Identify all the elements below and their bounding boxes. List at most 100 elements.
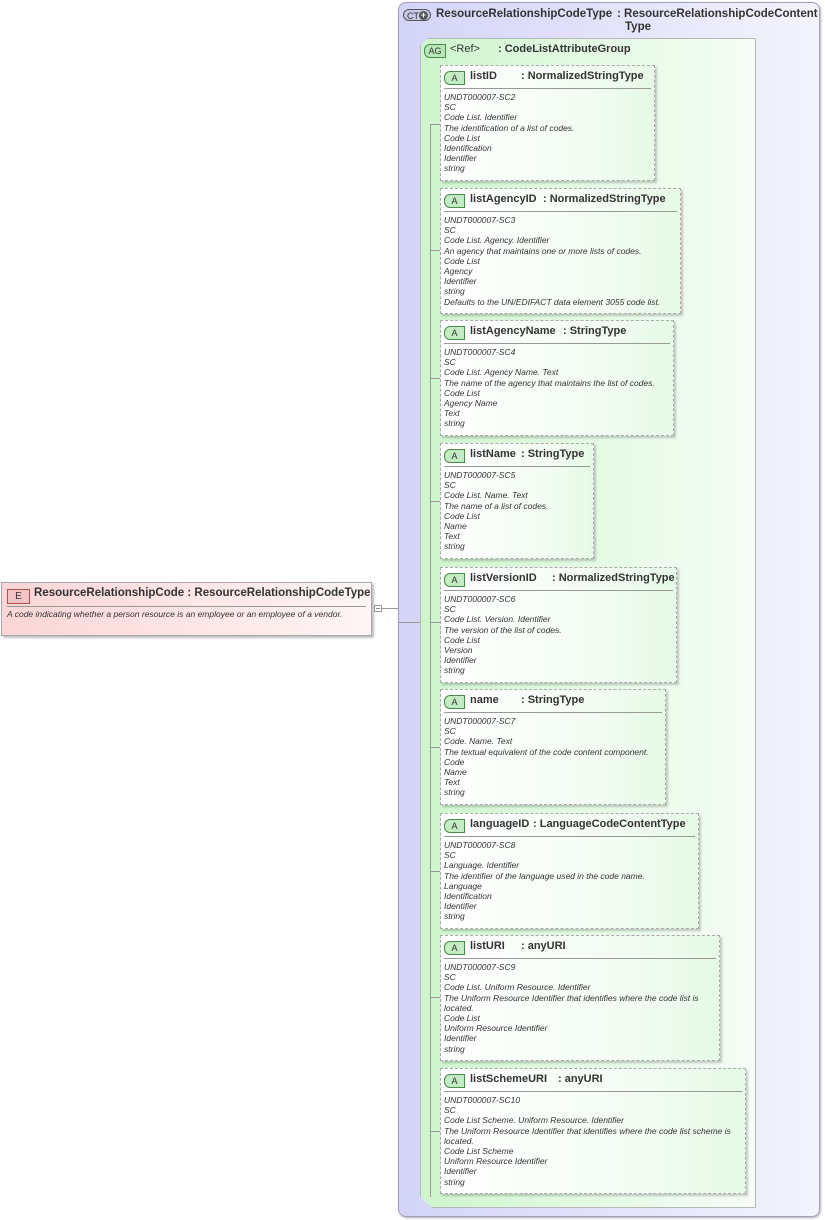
attribute-type: : StringType [521, 448, 585, 460]
doc-line: UNDT000007-SC8 [444, 840, 516, 850]
attribute-documentation: UNDT000007-SC4 SC Code List. Agency Name… [444, 347, 670, 429]
attribute-separator [444, 211, 677, 212]
attribute-connector-trunk [430, 124, 431, 1197]
doc-line: Identification [444, 891, 492, 902]
attribute-separator [444, 1091, 742, 1092]
complex-type-base: : ResourceRelationshipCodeContent Type [617, 8, 818, 34]
attribute-type: : StringType [521, 694, 585, 706]
attribute-separator [444, 590, 673, 591]
doc-line: SC [444, 357, 456, 368]
attribute-name: languageID [470, 818, 530, 830]
attribute-type: : NormalizedStringType [552, 572, 675, 584]
attribute-name[interactable]: A name : StringType UNDT000007-SC7 SC Co… [440, 689, 666, 805]
element-separator [7, 606, 366, 607]
doc-line: Identifier [444, 655, 477, 666]
doc-line: Language [444, 880, 482, 891]
attribute-documentation: UNDT000007-SC8 SC Language. Identifier T… [444, 840, 695, 922]
complex-type-base-line2: Type [625, 21, 651, 33]
attribute-connector [430, 871, 440, 872]
element-resource-relationship-code[interactable]: E ResourceRelationshipCode : ResourceRel… [1, 582, 372, 636]
attribute-name: listVersionID [470, 572, 537, 584]
attribute-type: : StringType [563, 325, 627, 337]
attribute-listSchemeURI[interactable]: A listSchemeURI : anyURI UNDT000007-SC10… [440, 1068, 746, 1194]
attribute-separator [444, 466, 590, 467]
doc-line: UNDT000007-SC2 [444, 92, 516, 102]
doc-line: Name [444, 521, 467, 532]
attribute-separator [444, 958, 716, 959]
collapse-toggle-icon[interactable] [374, 605, 382, 612]
attribute-connector [430, 124, 440, 125]
doc-line: Uniform Resource Identifier [444, 1023, 548, 1034]
attribute-connector [430, 997, 440, 998]
doc-line: Uniform Resource Identifier [444, 1156, 548, 1167]
doc-line: SC [444, 1105, 456, 1116]
doc-line: Code List [444, 132, 480, 143]
attribute-listID[interactable]: A listID : NormalizedStringType UNDT0000… [440, 65, 655, 181]
attribute-connector [430, 501, 440, 502]
doc-line: string [444, 418, 465, 429]
attribute-badge-icon: A [444, 326, 465, 340]
doc-line: The Uniform Resource Identifier that ide… [444, 1125, 731, 1146]
attribute-connector [430, 250, 440, 251]
attribute-type: : anyURI [521, 940, 566, 952]
attribute-listVersionID[interactable]: A listVersionID : NormalizedStringType U… [440, 567, 677, 683]
attribute-listURI[interactable]: A listURI : anyURI UNDT000007-SC9 SC Cod… [440, 935, 720, 1061]
attribute-languageID[interactable]: A languageID : LanguageCodeContentType U… [440, 813, 699, 929]
doc-line: Code List. Version. Identifier [444, 614, 551, 625]
doc-line: SC [444, 972, 456, 983]
doc-line: Agency [444, 266, 473, 277]
attribute-documentation: UNDT000007-SC3 SC Code List. Agency. Ide… [444, 215, 677, 307]
attribute-listName[interactable]: A listName : StringType UNDT000007-SC5 S… [440, 443, 594, 559]
doc-line: Language. Identifier [444, 860, 520, 871]
attribute-listAgencyName[interactable]: A listAgencyName : StringType UNDT000007… [440, 320, 674, 436]
attribute-type: : anyURI [558, 1073, 603, 1085]
doc-line: UNDT000007-SC6 [444, 594, 516, 604]
doc-line: Code List Scheme [444, 1146, 514, 1157]
attribute-badge-icon: A [444, 695, 465, 709]
attribute-name: listID [470, 70, 497, 82]
attribute-type: : NormalizedStringType [521, 70, 644, 82]
doc-line: SC [444, 480, 456, 491]
complex-type-name: ResourceRelationshipCodeType [436, 8, 613, 20]
doc-line: SC [444, 102, 456, 113]
doc-line: Code. Name. Text [444, 736, 513, 747]
attribute-badge-icon: A [444, 1074, 465, 1088]
attribute-connector [430, 1131, 440, 1132]
connector-line-inner [398, 622, 420, 623]
doc-line: An agency that maintains one or more lis… [444, 245, 642, 256]
doc-line: The identification of a list of codes. [444, 122, 575, 133]
doc-line: Code List [444, 1013, 480, 1024]
doc-line: The name of the agency that maintains th… [444, 377, 655, 388]
doc-line: SC [444, 726, 456, 737]
complex-type-badge-icon: CT + [403, 9, 431, 21]
doc-line: Name [444, 767, 467, 778]
attribute-documentation: UNDT000007-SC7 SC Code. Name. Text The t… [444, 716, 662, 798]
attribute-connector [430, 747, 440, 748]
doc-line: The name of a list of codes. [444, 500, 549, 511]
doc-line: Identification [444, 143, 492, 154]
attribute-name: listAgencyName [470, 325, 556, 337]
doc-line: UNDT000007-SC3 [444, 215, 516, 225]
attribute-listAgencyID[interactable]: A listAgencyID : NormalizedStringType UN… [440, 188, 681, 314]
element-name: ResourceRelationshipCode [34, 587, 185, 599]
attribute-documentation: UNDT000007-SC2 SC Code List. Identifier … [444, 92, 651, 174]
doc-line: Agency Name [444, 398, 498, 409]
doc-line: string [444, 1176, 465, 1187]
doc-line: Text [444, 408, 460, 419]
attribute-connector [430, 622, 440, 623]
doc-line: UNDT000007-SC4 [444, 347, 516, 357]
doc-line: Code [444, 756, 465, 767]
doc-line: Code List. Uniform Resource. Identifier [444, 982, 591, 993]
doc-line: Identifier [444, 901, 477, 912]
element-documentation: A code indicating whether a person resou… [7, 609, 343, 619]
doc-line: UNDT000007-SC7 [444, 716, 516, 726]
doc-line: Code List [444, 387, 480, 398]
complex-type-base-line1: : ResourceRelationshipCodeContent [617, 8, 818, 20]
doc-line: UNDT000007-SC10 [444, 1095, 521, 1105]
doc-line: Code List [444, 255, 480, 266]
doc-line: Identifier [444, 153, 477, 164]
doc-line: UNDT000007-SC5 [444, 470, 516, 480]
doc-line: Identifier [444, 276, 477, 287]
doc-line: Defaults to the UN/EDIFACT data element … [444, 296, 661, 307]
doc-line: UNDT000007-SC9 [444, 962, 516, 972]
